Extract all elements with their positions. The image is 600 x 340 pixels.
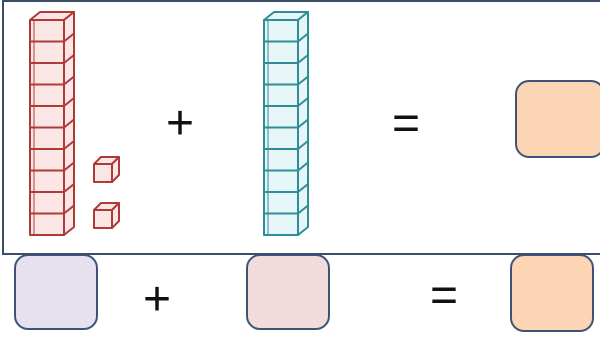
addend-box-2[interactable] bbox=[246, 254, 330, 330]
unit-cube-red bbox=[93, 202, 120, 229]
plus-sign-bottom: + bbox=[143, 273, 172, 326]
addend-box-1[interactable] bbox=[14, 254, 98, 330]
plus-sign-top: + bbox=[166, 97, 195, 150]
answer-box-top[interactable] bbox=[515, 80, 600, 158]
tens-rod-red bbox=[29, 11, 75, 236]
answer-box-bottom[interactable] bbox=[510, 254, 594, 332]
equals-sign-top: = bbox=[392, 97, 421, 150]
tens-rod-teal bbox=[263, 11, 309, 236]
unit-cube-red bbox=[93, 156, 120, 183]
equals-sign-bottom: = bbox=[430, 269, 459, 322]
